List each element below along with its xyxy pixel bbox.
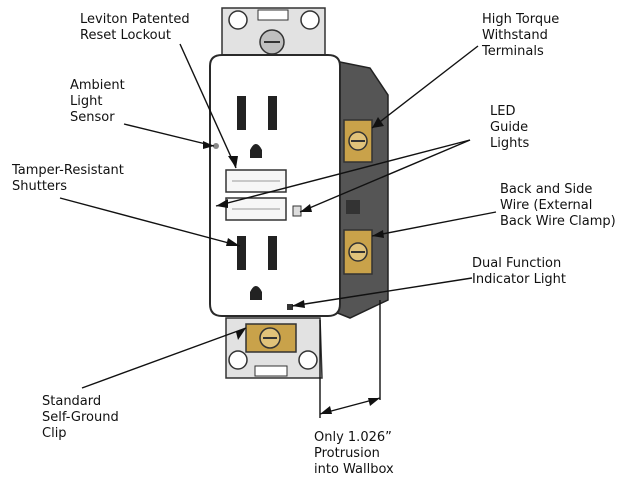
terminal-upper	[344, 120, 372, 162]
callout-ground-clip	[82, 328, 246, 388]
label-high-torque: High Torque Withstand Terminals	[482, 12, 559, 60]
callout-ambient	[124, 124, 214, 146]
terminal-lower	[344, 230, 372, 274]
label-reset-lockout: Leviton Patented Reset Lockout	[80, 12, 190, 44]
label-back-side-wire: Back and Side Wire (External Back Wire C…	[500, 182, 616, 230]
label-ground-clip: Standard Self-Ground Clip	[42, 394, 119, 442]
callout-high-torque	[372, 46, 478, 128]
label-tamper-shutters: Tamper-Resistant Shutters	[12, 163, 124, 195]
label-led-guide: LED Guide Lights	[490, 104, 529, 152]
back-wire-clamp	[346, 200, 360, 214]
self-ground-clip	[246, 324, 296, 352]
label-ambient-sensor: Ambient Light Sensor	[70, 78, 125, 126]
callout-back-side-wire	[372, 212, 496, 236]
led-guide-light	[293, 206, 301, 216]
dual-function-indicator	[287, 304, 293, 310]
strap-screw-top	[260, 30, 284, 54]
label-dual-function: Dual Function Indicator Light	[472, 256, 566, 288]
label-protrusion: Only 1.026” Protrusion into Wallbox	[314, 430, 394, 478]
